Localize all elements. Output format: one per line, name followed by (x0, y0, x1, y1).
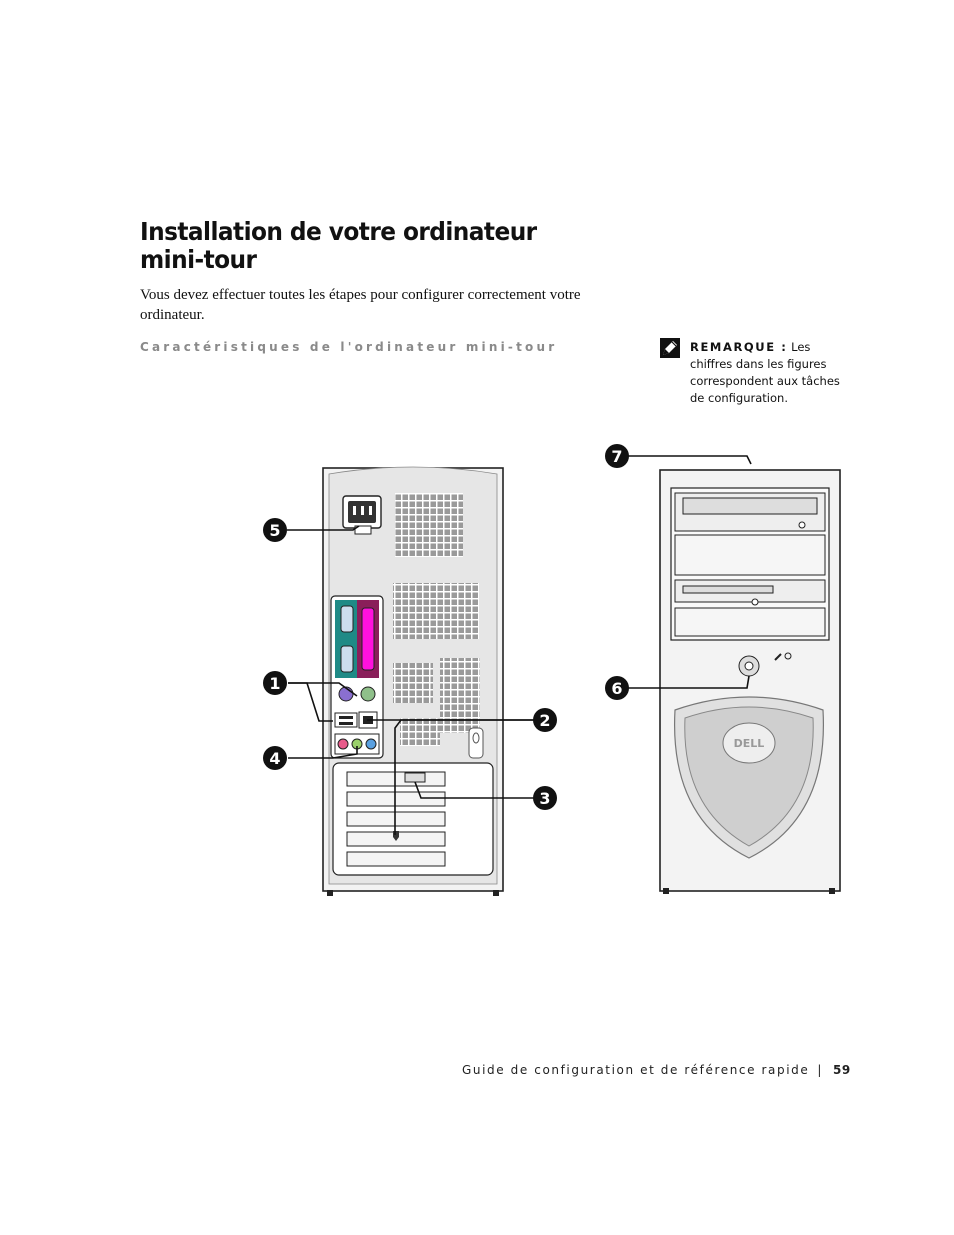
page-title-line-2: mini-tour (140, 245, 257, 274)
computer-figure: DELL 1 2 3 4 5 6 (263, 444, 841, 896)
callout-2: 2 (533, 708, 557, 732)
dell-logo: DELL (734, 737, 765, 750)
note-label: REMARQUE : (690, 340, 788, 354)
callout-5: 5 (263, 518, 287, 542)
callout-7: 7 (605, 444, 629, 468)
section-heading: Caractéristiques de l'ordinateur mini-to… (140, 340, 558, 354)
page-footer: Guide de configuration et de référence r… (462, 1063, 851, 1077)
page-title-line-1: Installation de votre ordinateur (140, 217, 537, 246)
callout-3: 3 (533, 786, 557, 810)
back-view (287, 466, 545, 896)
page-number: 59 (833, 1063, 851, 1077)
svg-text:7: 7 (611, 447, 622, 466)
svg-text:2: 2 (539, 711, 550, 730)
svg-text:1: 1 (269, 674, 280, 693)
svg-text:4: 4 (269, 749, 280, 768)
svg-text:5: 5 (269, 521, 280, 540)
page-title: Installation de votre ordinateur mini-to… (140, 218, 624, 274)
intro-paragraph: Vous devez effectuer toutes les étapes p… (140, 287, 581, 323)
note-box: REMARQUE : Les chiffres dans les figures… (690, 339, 850, 407)
note-text: Les chiffres dans les figures correspond… (690, 340, 840, 405)
footer-guide-title: Guide de configuration et de référence r… (462, 1063, 810, 1077)
svg-text:6: 6 (611, 679, 622, 698)
callout-1: 1 (263, 671, 287, 695)
expansion-slots (332, 762, 494, 876)
footer-separator: | (817, 1063, 824, 1077)
note-pencil-icon (660, 338, 680, 358)
callout-4: 4 (263, 746, 287, 770)
front-view: DELL (617, 455, 841, 894)
power-connector (342, 495, 382, 535)
svg-text:3: 3 (539, 789, 550, 808)
io-panel (330, 595, 384, 759)
callout-6: 6 (605, 676, 629, 700)
